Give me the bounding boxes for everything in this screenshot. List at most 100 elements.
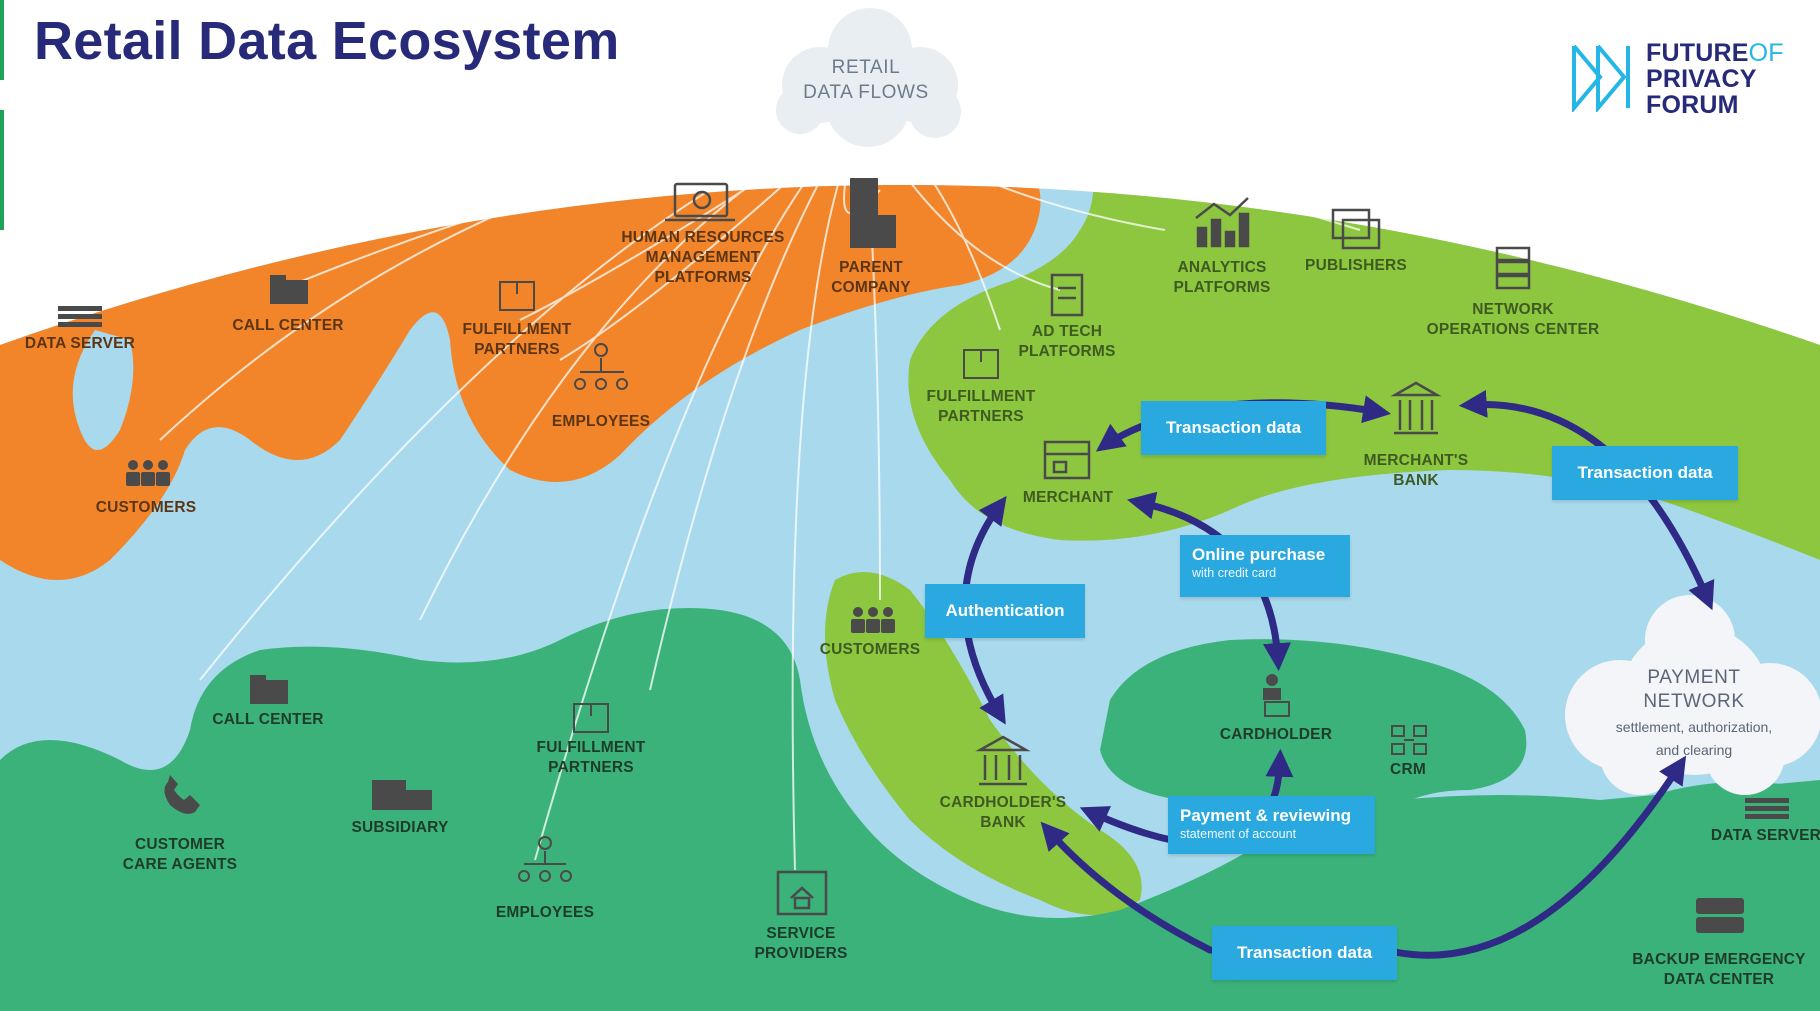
store-icon (1043, 440, 1091, 480)
bank-icon (1390, 381, 1442, 435)
label-line: CUSTOMER (134, 836, 226, 853)
customers-mid-label: CUSTOMERS (819, 641, 921, 658)
building-icon (372, 780, 432, 810)
transaction-data-box-right: Transaction data (1552, 446, 1738, 500)
crm-label: CRM (1390, 761, 1426, 778)
label-line: FULFILLMENT (462, 321, 572, 338)
backup-data-center-label: BACKUP EMERGENCY DATA CENTER (1632, 950, 1805, 990)
transaction-data-box-top: Transaction data (1141, 401, 1326, 455)
phone-icon (164, 775, 200, 814)
label-line: CARE AGENTS (122, 856, 238, 873)
subsidiary-label: SUBSIDIARY (351, 819, 449, 836)
parent-company-label: PARENT COMPANY (831, 258, 910, 298)
brand-line2: PRIVACY (1646, 65, 1757, 93)
flow-box-label: Transaction data (1577, 463, 1713, 482)
authentication-box: Authentication (925, 584, 1085, 638)
cardholders-bank-label: CARDHOLDER'S BANK (940, 793, 1067, 833)
employees-top-label: EMPLOYEES (551, 413, 651, 430)
fulfillment-bottom-label: FULFILLMENT PARTNERS (537, 738, 646, 778)
label-line: MANAGEMENT (645, 249, 761, 266)
label-line: PARENT (839, 259, 903, 276)
cloud-line1: RETAIL (831, 57, 901, 78)
network-ops-label: NETWORK OPERATIONS CENTER (1427, 300, 1600, 340)
rack-icon (1495, 246, 1531, 290)
flow-box-label: Transaction data (1165, 418, 1302, 437)
flow-box-sublabel: statement of account (1180, 827, 1297, 841)
server-icon (58, 306, 102, 327)
hr-platforms-label: HUMAN RESOURCES MANAGEMENT PLATFORMS (621, 228, 784, 288)
server-icon (1745, 798, 1789, 819)
analytics-label: ANALYTICS PLATFORMS (1173, 258, 1270, 298)
label-line: BANK (1393, 472, 1439, 489)
label-line: OPERATIONS CENTER (1426, 321, 1600, 338)
label-line: PLATFORMS (1018, 343, 1116, 360)
future-of-privacy-forum-logo: FUTUREOF PRIVACY FORUM (1570, 40, 1810, 120)
brand-line1: FUTURE (1646, 39, 1749, 67)
customers-left-label: CUSTOMERS (95, 499, 197, 516)
merchants-bank-label: MERCHANT'S BANK (1364, 451, 1469, 491)
label-line: PARTNERS (938, 408, 1024, 425)
orange-finger (72, 330, 134, 450)
label-line: PROVIDERS (754, 945, 848, 962)
customer-care-label: CUSTOMER CARE AGENTS (123, 835, 237, 875)
flow-box-sublabel: with credit card (1192, 566, 1277, 580)
retail-data-flows-label: RETAIL DATA FLOWS (803, 55, 929, 105)
document-icon (1050, 273, 1084, 317)
transaction-data-box-bottom: Transaction data (1212, 926, 1397, 980)
publishers-label: PUBLISHERS (1305, 257, 1407, 274)
merchant-label: MERCHANT (1022, 489, 1114, 506)
flow-box-label: Authentication (945, 601, 1065, 620)
box-icon (573, 703, 609, 733)
home-icon (776, 870, 828, 916)
label-line: NETWORK (1472, 301, 1554, 318)
rack-icon (1696, 898, 1744, 933)
box-icon (963, 349, 999, 379)
label-line: DATA CENTER (1663, 971, 1775, 988)
data-server-right-label: DATA SERVER (1710, 827, 1820, 844)
network-icon (1391, 725, 1427, 755)
label-line: SERVICE (766, 925, 836, 942)
fast-forward-logo-icon (1572, 44, 1630, 112)
brand-line3: FORUM (1646, 91, 1739, 119)
ad-tech-label: AD TECH PLATFORMS (1018, 322, 1115, 362)
label-line: PARTNERS (474, 341, 560, 358)
flow-box-label: Payment & reviewing (1180, 806, 1352, 825)
payment-network-label: PAYMENT NETWORK settlement, authorizatio… (1594, 666, 1794, 760)
label-line: PLATFORMS (654, 269, 752, 286)
box-icon (499, 281, 535, 311)
brand-line1-light: OF (1748, 39, 1784, 67)
payment-network-sub-2: and clearing (1655, 742, 1733, 758)
label-line: AD TECH (1031, 323, 1103, 340)
service-providers-label: SERVICE PROVIDERS (754, 924, 847, 964)
fulfillment-right-label: FULFILLMENT PARTNERS (927, 387, 1036, 427)
data-server-left-label: DATA SERVER (24, 335, 136, 352)
tower-icon (850, 178, 896, 248)
online-purchase-box: Online purchase with credit card (1180, 535, 1350, 597)
call-center-bottom-label: CALL CENTER (212, 711, 324, 728)
chart-icon (1195, 197, 1250, 248)
people-icon (126, 460, 170, 486)
edge-strip (0, 110, 4, 230)
payment-network-title-1: PAYMENT (1647, 667, 1741, 688)
monitor-icon (665, 182, 735, 222)
label-line: FULFILLMENT (926, 388, 1036, 405)
building-icon (250, 675, 288, 704)
payment-reviewing-box: Payment & reviewing statement of account (1168, 796, 1375, 854)
label-line: COMPANY (831, 279, 911, 296)
org-chart-icon (518, 836, 572, 882)
payment-network-cloud (1565, 595, 1820, 795)
label-line: FULFILLMENT (536, 739, 646, 756)
label-line: MERCHANT'S (1363, 452, 1469, 469)
cardholder-label: CARDHOLDER (1219, 726, 1333, 743)
payment-network-sub-1: settlement, authorization, (1615, 719, 1773, 735)
label-line: PARTNERS (548, 759, 634, 776)
label-line: HUMAN RESOURCES (621, 229, 785, 246)
label-line: PLATFORMS (1173, 279, 1271, 296)
call-center-top-label: CALL CENTER (232, 317, 344, 334)
label-line: ANALYTICS (1177, 259, 1267, 276)
label-line: CARDHOLDER'S (939, 794, 1067, 811)
bank-icon (975, 735, 1031, 786)
label-line: BANK (980, 814, 1026, 831)
